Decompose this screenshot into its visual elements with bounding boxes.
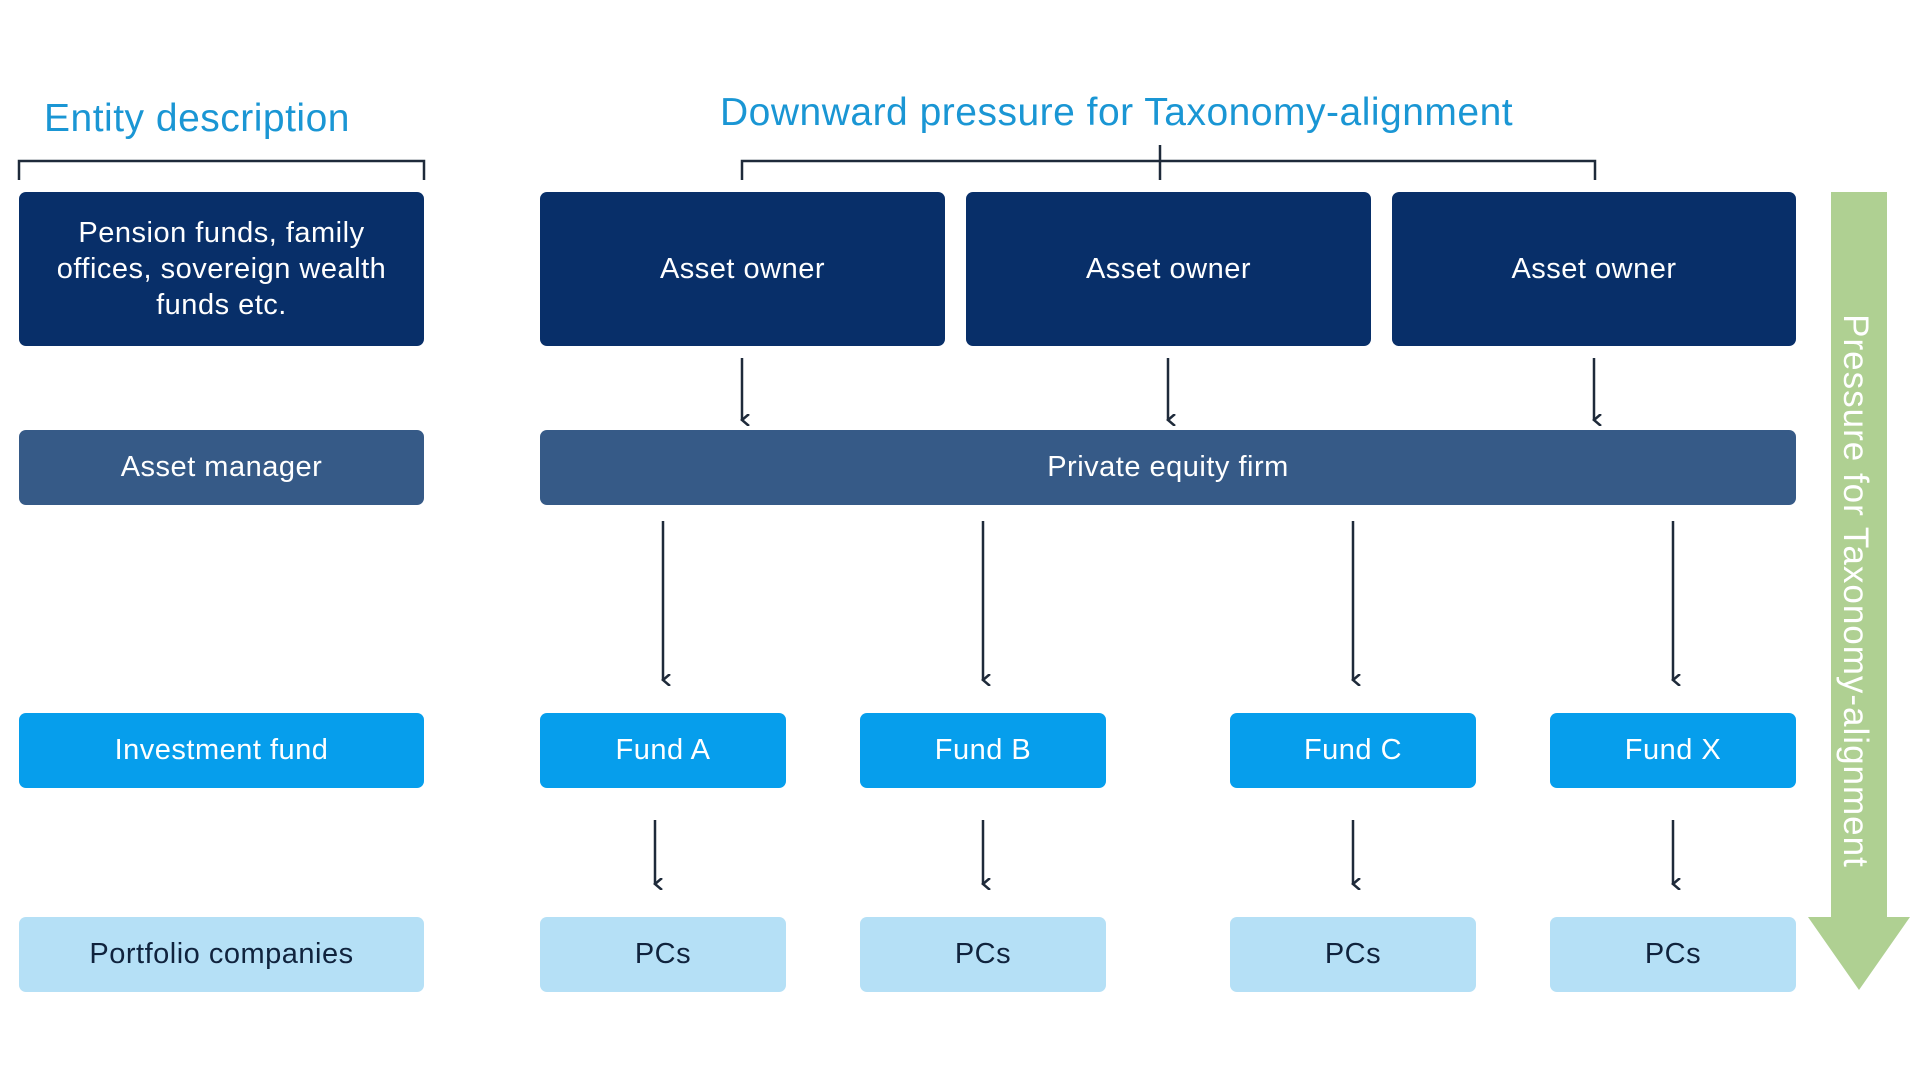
- private-equity-box: Private equity firm: [540, 430, 1796, 505]
- downward-pressure-heading: Downward pressure for Taxonomy-alignment: [720, 91, 1514, 134]
- fund-box: Fund X: [1550, 713, 1796, 788]
- entity-portfolio-companies: Portfolio companies: [19, 917, 424, 992]
- entity-bracket: [17, 159, 426, 180]
- owners-bracket: [740, 159, 1597, 180]
- pcs-box: PCs: [1230, 917, 1476, 992]
- asset-owner-box: Asset owner: [540, 192, 945, 346]
- fund-box: Fund C: [1230, 713, 1476, 788]
- asset-owner-box: Asset owner: [966, 192, 1371, 346]
- entity-investment-fund: Investment fund: [19, 713, 424, 788]
- fund-box: Fund A: [540, 713, 786, 788]
- pcs-box: PCs: [1550, 917, 1796, 992]
- fund-box: Fund B: [860, 713, 1106, 788]
- entity-description-heading: Entity description: [44, 97, 350, 140]
- side-pressure-label: Pressure for Taxonomy-alignment: [1836, 314, 1875, 868]
- entity-asset-manager: Asset manager: [19, 430, 424, 505]
- side-pressure-arrow: [1808, 192, 1910, 990]
- pcs-box: PCs: [860, 917, 1106, 992]
- asset-owner-box: Asset owner: [1392, 192, 1796, 346]
- pcs-box: PCs: [540, 917, 786, 992]
- entity-asset-owners: Pension funds, family offices, sovereign…: [19, 192, 424, 346]
